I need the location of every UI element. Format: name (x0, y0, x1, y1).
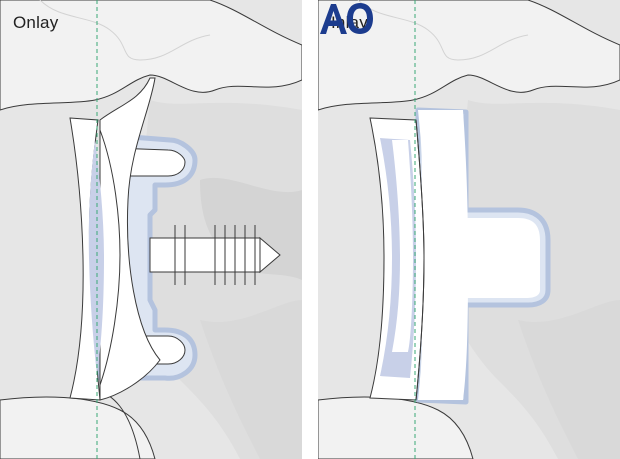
inlay-panel: Inlay AO (318, 0, 620, 459)
convex-component-inner (99, 129, 121, 386)
ao-logo: AO (320, 3, 373, 34)
bone-shadow-lower (200, 300, 302, 459)
glenoid-bone-top (0, 0, 302, 111)
bone-contour-line (357, 0, 529, 61)
bone-contour-line (39, 0, 211, 61)
convex-fill (418, 110, 468, 400)
onlay-illustration (0, 0, 302, 459)
onlay-panel: Onlay (0, 0, 302, 459)
inlay-illustration (318, 0, 620, 459)
inlay-inner-edge (415, 119, 425, 401)
bone-lower (0, 396, 156, 459)
glenoid-bone-top (318, 0, 620, 111)
inlay-highlight (392, 140, 413, 352)
bone-shadow-lower (518, 300, 620, 459)
onlay-blue-surface (88, 140, 104, 375)
onlay-label: Onlay (13, 13, 59, 32)
screw (149, 225, 281, 285)
bone-lower (318, 396, 474, 459)
